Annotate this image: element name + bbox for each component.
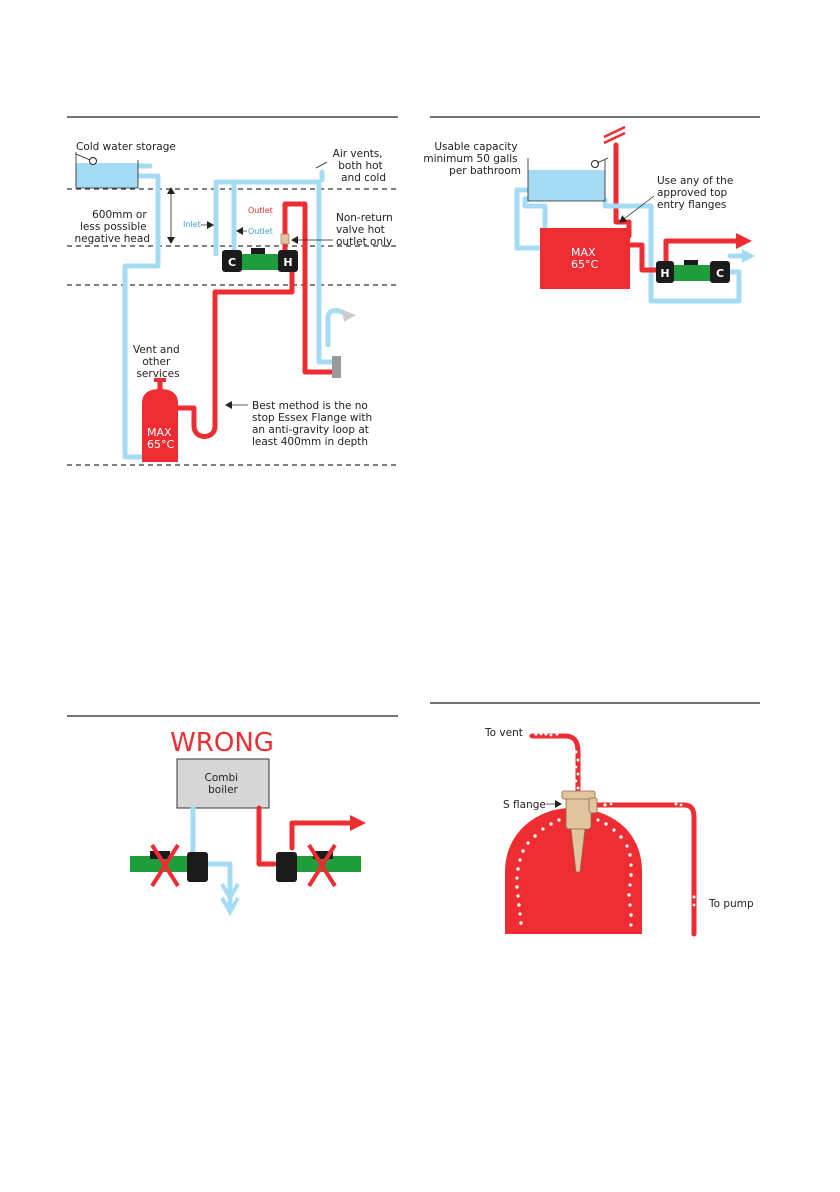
cylinder-label: MAX 65°C (147, 426, 175, 451)
pump-head (187, 852, 208, 882)
s-flange-side-port (588, 797, 598, 814)
mixer-valve (332, 356, 341, 378)
combi-boiler (176, 758, 270, 809)
cold-outlet-pipe (205, 861, 233, 909)
pump-cold-port (710, 261, 730, 283)
diagram-gravity-system: C H MAX 65°C Cold water storage Air vent… (67, 116, 398, 466)
pump-head (276, 852, 297, 882)
diagram-wrong-combi: WRONG Combi boiler (67, 715, 398, 917)
pump-hot-port (278, 250, 298, 272)
hot-water-cylinder (142, 389, 178, 462)
float-ball-icon (89, 157, 97, 165)
tank-outline (75, 152, 139, 189)
to-pump-label: To pump (708, 898, 754, 910)
hot-outlet-pipe (282, 201, 335, 375)
hot-outlet-pipe (663, 238, 741, 265)
negative-head-label: 600mm or less possible negative head (75, 209, 150, 245)
cold-feed-pipe (122, 173, 161, 460)
combi-boiler-label: Combi boiler (205, 772, 242, 796)
hot-flow-arrow (350, 815, 366, 831)
approved-flanges-label: Use any of the approved top entry flange… (657, 175, 737, 211)
cold-flow-arrow (742, 249, 755, 263)
pump-cold-port (222, 250, 242, 272)
outlet-hot-label: Outlet (248, 206, 273, 215)
pump-body (232, 254, 286, 270)
pump-motor (313, 851, 333, 859)
shower-head-icon (342, 310, 356, 322)
vent-top-cap (603, 125, 626, 139)
cold-supply-pipe (522, 196, 548, 251)
pump-body (664, 265, 720, 281)
cold-water-tank (528, 170, 605, 201)
vent-services-label: Vent and other services (133, 344, 183, 380)
cross-icon (307, 843, 337, 888)
s-flange-collar (561, 790, 596, 800)
float-arm (596, 157, 609, 164)
pump-hot-letter: H (660, 267, 669, 280)
non-return-label: Non-return valve hot outlet only (336, 212, 396, 248)
best-method-label: Best method is the no stop Essex Flange … (252, 400, 376, 448)
wrong-label: WRONG (170, 728, 274, 758)
diagram-pressurised-system: MAX 65°C H C Usable capacity minimum 50 … (423, 116, 760, 304)
hot-outlet-pipe (289, 820, 355, 851)
cold-loop-pipe (213, 179, 336, 365)
inlet-label: Inlet (183, 220, 201, 229)
hot-feed-pipe (212, 267, 295, 403)
hot-pipe (256, 805, 277, 867)
pump-cold-letter: C (716, 267, 724, 280)
pump-body (276, 856, 361, 872)
non-return-valve (280, 233, 290, 245)
hot-feed-pipe (627, 242, 659, 273)
float-ball-icon (591, 160, 599, 168)
vent-pipe (529, 733, 581, 798)
hot-flow-arrow (736, 233, 752, 249)
pump-motor (251, 248, 265, 254)
vent-top-cap (603, 131, 626, 145)
hot-water-cylinder (505, 808, 642, 934)
hot-water-cylinder (540, 228, 630, 289)
tank-outline (527, 158, 606, 202)
vent-pipe (613, 142, 632, 239)
cold-return-pipe (602, 197, 742, 304)
usable-capacity-label: Usable capacity minimum 50 galls per bat… (423, 141, 521, 177)
float-arm (75, 153, 91, 161)
cold-water-tank (76, 163, 138, 188)
air-vents-label: Air vents, both hot and cold (333, 148, 386, 184)
air-vent-pointer (315, 161, 328, 169)
anti-gravity-loop-pipe (169, 397, 218, 439)
flange-pointer (619, 195, 655, 223)
diagram-s-flange: To vent S flange To pump (430, 702, 760, 937)
cold-flow-arrow (220, 897, 240, 917)
cold-storage-label: Cold water storage (76, 141, 176, 153)
cylinder-label: MAX 65°C (571, 246, 599, 271)
s-flange-probe (570, 828, 586, 873)
cross-icon (150, 843, 180, 888)
outlet-cold-label: Outlet (248, 227, 273, 236)
cold-flow-arrow (220, 883, 240, 903)
pump-pipe (587, 802, 697, 937)
to-vent-label: To vent (484, 727, 523, 739)
pump-cold-letter: C (228, 256, 236, 269)
s-flange-label: S flange (503, 799, 546, 811)
cold-supply-pipe (514, 187, 543, 251)
pump-hot-port (656, 261, 674, 283)
pump-hot-letter: H (283, 256, 292, 269)
pump-motor (684, 260, 698, 265)
bubbles (515, 732, 696, 927)
